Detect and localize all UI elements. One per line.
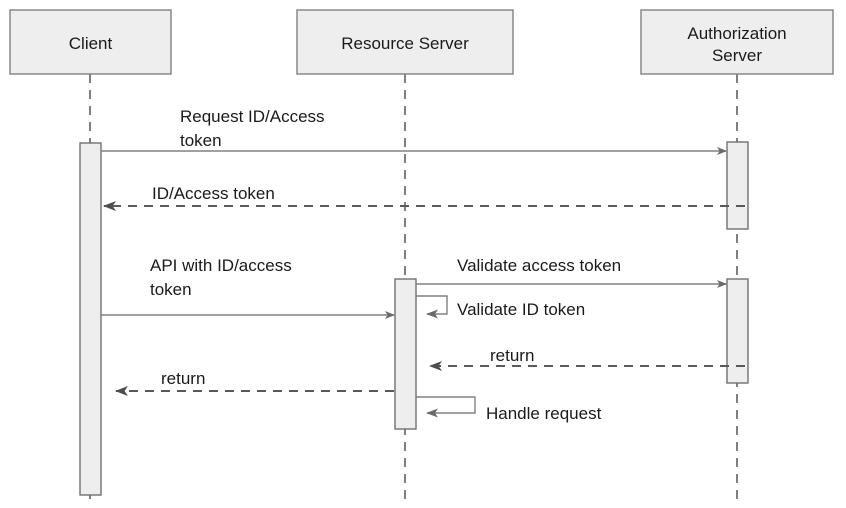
message-label-id-access-token: ID/Access token [152,184,275,203]
activation-bar-authorization-server-1 [726,141,749,230]
participant-label-authorization-server-line2: Server [712,46,762,65]
participant-label-resource-server: Resource Server [341,34,469,53]
message-label-return-auth: return [490,346,534,365]
activation-bar-client [79,142,102,496]
activation-bar-authorization-server-2 [726,278,749,384]
message-label-validate-id-token: Validate ID token [457,300,585,319]
participant-label-client: Client [69,34,113,53]
message-label-return-client: return [161,369,205,388]
message-label-request-token-line1: Request ID/Access [180,107,325,126]
participant-box-resource-server[interactable] [296,9,514,75]
message-label-request-token-line2: token [180,131,222,150]
message-arrow-validate-id-token[interactable] [416,295,448,319]
message-label-validate-access-token: Validate access token [457,256,621,275]
participant-box-authorization-server[interactable] [640,9,834,75]
activation-bar-resource-server [394,278,417,430]
message-label-handle-request: Handle request [486,404,602,423]
message-label-api-with-token-line1: API with ID/access [150,256,292,275]
participant-box-client[interactable] [9,9,172,75]
participant-label-authorization-server-line1: Authorization [687,24,786,43]
message-label-api-with-token-line2: token [150,280,192,299]
message-arrow-handle-request[interactable] [416,396,476,418]
